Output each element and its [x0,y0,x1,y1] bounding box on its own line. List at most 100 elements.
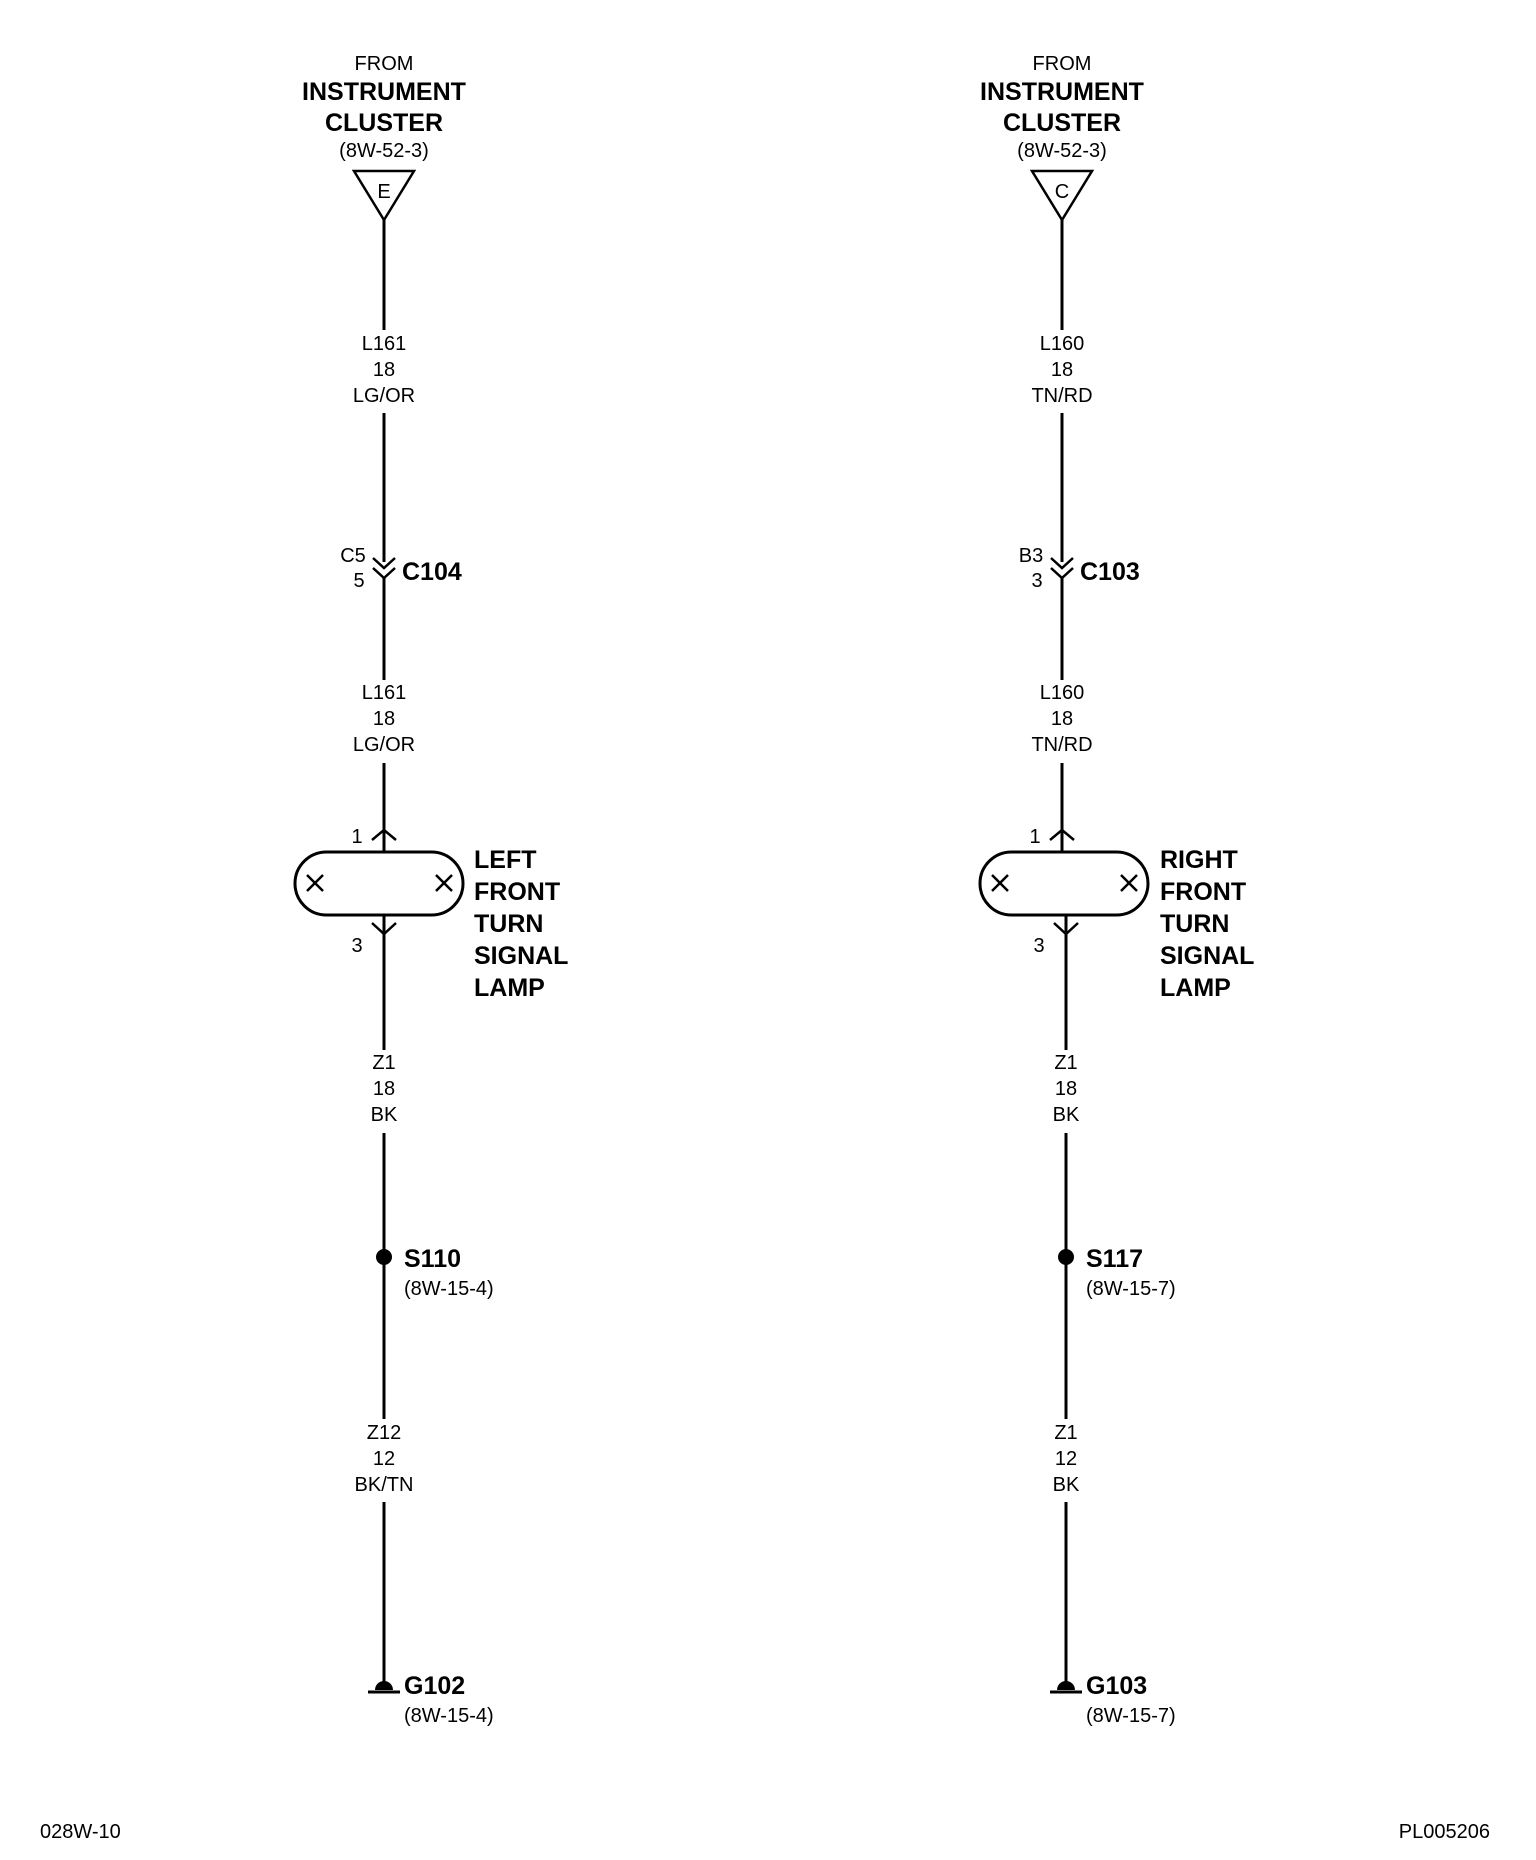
right-ground-ref: (8W-15-7) [1086,1705,1176,1727]
left-wire-final-color: BK/TN [355,1474,414,1496]
right-wire-upper-circuit: L160 [1040,333,1085,355]
right-lamp-pin-out: 3 [1033,935,1044,957]
right-source-ref: (8W-52-3) [1017,140,1107,162]
left-wire-ground-circuit: Z1 [372,1052,395,1074]
footer-page-code: 028W-10 [40,1821,121,1843]
right-source-from: FROM [1033,53,1092,75]
left-inline-connector: C5 5 C104 [340,545,462,592]
right-wire-lower-circuit: L160 [1040,682,1085,704]
left-source-from: FROM [355,53,414,75]
right-lamp-label-1: RIGHT [1160,846,1238,874]
left-splice-dot [376,1249,392,1265]
right-lamp-label-3: TURN [1160,910,1229,938]
left-source-name-line1: INSTRUMENT [302,78,466,106]
right-wire-upper-label: L160 18 TN/RD [1031,333,1092,407]
left-ground-ref: (8W-15-4) [404,1705,494,1727]
right-wire-lower-label: L160 18 TN/RD [1031,682,1092,756]
right-wire-final-color: BK [1053,1474,1080,1496]
left-lamp-filament-right-x [435,874,453,892]
left-lamp-label-4: SIGNAL [474,942,568,970]
left-inline-connector-chevron-top [372,557,396,570]
right-wire-lower-color: TN/RD [1031,734,1092,756]
left-wire-upper-circuit: L161 [362,333,407,355]
right-wire-ground-circuit: Z1 [1054,1052,1077,1074]
left-wire-lower-circuit: L161 [362,682,407,704]
left-wire-upper-color: LG/OR [353,385,415,407]
footer-image-code: PL005206 [1399,1821,1490,1843]
right-lamp-label-5: LAMP [1160,974,1231,1002]
left-lamp-pin-in: 1 [351,826,362,848]
right-splice-dot [1058,1249,1074,1265]
left-lamp-label-2: FRONT [474,878,560,906]
right-wire-upper-gauge: 18 [1051,359,1073,381]
right-ground-symbol [1057,1681,1075,1690]
right-source-name-line1: INSTRUMENT [980,78,1144,106]
right-splice-id: S117 [1086,1245,1143,1273]
left-lamp-label-5: LAMP [474,974,545,1002]
left-wire-final-circuit: Z12 [367,1422,401,1444]
left-lamp-filament-left-x [306,874,324,892]
right-wire-ground-label: Z1 18 BK [1053,1052,1080,1126]
left-source-block: FROM INSTRUMENT CLUSTER (8W-52-3) E [302,53,466,223]
right-wire-final-label: Z1 12 BK [1053,1422,1080,1496]
left-ground-id: G102 [404,1672,465,1700]
right-ground: G103 (8W-15-7) [1050,1672,1176,1727]
right-front-turn-signal-lamp: 1 3 RIGHT FRONT TURN SIGNAL LAMP [978,826,1254,1002]
right-wire-final-circuit: Z1 [1054,1422,1077,1444]
left-wire-upper-gauge: 18 [373,359,395,381]
left-splice: S110 (8W-15-4) [376,1245,494,1300]
right-lamp-filament-right-x [1120,874,1138,892]
left-lamp-label-3: TURN [474,910,543,938]
right-source-block: FROM INSTRUMENT CLUSTER (8W-52-3) C [980,53,1144,223]
left-wire-lower-color: LG/OR [353,734,415,756]
right-wire-ground-color: BK [1053,1104,1080,1126]
right-source-name-line2: CLUSTER [1003,109,1121,137]
left-lamp-body [293,850,465,917]
right-lamp-label-2: FRONT [1160,878,1246,906]
right-inline-connector-cavity-2: 3 [1031,570,1042,592]
left-wire-lower-label: L161 18 LG/OR [353,682,415,756]
right-inline-connector: B3 3 C103 [1019,545,1140,592]
right-ground-id: G103 [1086,1672,1147,1700]
left-splice-id: S110 [404,1245,461,1273]
right-wire-final-gauge: 12 [1055,1448,1077,1470]
right-splice: S117 (8W-15-7) [1058,1245,1176,1300]
left-front-turn-signal-lamp: 1 3 LEFT FRONT TURN SIGNAL LAMP [293,826,568,1002]
right-source-connector-triangle [1029,169,1095,223]
left-wire-ground-gauge: 18 [373,1078,395,1100]
right-lamp-filament-left-x [991,874,1009,892]
left-source-connector-triangle [351,169,417,223]
left-lamp-pin-out: 3 [351,935,362,957]
left-source-ref: (8W-52-3) [339,140,429,162]
right-lamp-pin-in-terminal [1049,828,1075,841]
right-turn-signal-circuit: FROM INSTRUMENT CLUSTER (8W-52-3) C L160… [978,53,1254,1727]
left-lamp-label-1: LEFT [474,846,537,874]
left-wire-ground-color: BK [371,1104,398,1126]
right-lamp-body [978,850,1150,917]
right-lamp-label-4: SIGNAL [1160,942,1254,970]
left-wire-final-label: Z12 12 BK/TN [355,1422,414,1496]
left-lamp-pin-in-terminal [371,828,397,841]
right-source-connector-letter: C [1055,181,1069,203]
right-wire-upper-color: TN/RD [1031,385,1092,407]
right-wire-lower-gauge: 18 [1051,708,1073,730]
left-turn-signal-circuit: FROM INSTRUMENT CLUSTER (8W-52-3) E L161… [293,53,568,1727]
left-wire-upper-label: L161 18 LG/OR [353,333,415,407]
left-inline-connector-id: C104 [402,558,462,586]
left-ground: G102 (8W-15-4) [368,1672,494,1727]
right-inline-connector-cavity-1: B3 [1019,545,1043,567]
left-splice-ref: (8W-15-4) [404,1278,494,1300]
right-inline-connector-id: C103 [1080,558,1140,586]
right-inline-connector-chevron-top [1050,557,1074,570]
left-source-name-line2: CLUSTER [325,109,443,137]
right-lamp-pin-in: 1 [1029,826,1040,848]
left-wire-lower-gauge: 18 [373,708,395,730]
left-wire-final-gauge: 12 [373,1448,395,1470]
left-source-connector-letter: E [377,181,390,203]
right-wire-ground-gauge: 18 [1055,1078,1077,1100]
left-inline-connector-cavity-1: C5 [340,545,366,567]
left-wire-ground-label: Z1 18 BK [371,1052,398,1126]
left-ground-symbol [375,1681,393,1690]
right-splice-ref: (8W-15-7) [1086,1278,1176,1300]
